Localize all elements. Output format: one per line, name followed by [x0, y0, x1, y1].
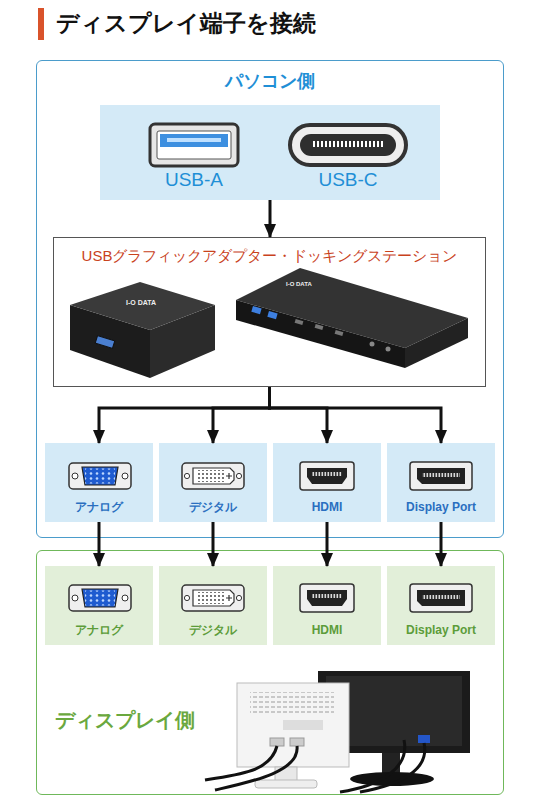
port-box: アナログ: [45, 443, 153, 522]
node-label: Display Port: [387, 500, 495, 514]
port-box: デジタル: [159, 443, 267, 522]
port-box: HDMI: [273, 443, 381, 522]
node-label: HDMI: [273, 500, 381, 514]
page-title: ディスプレイ端子を接続: [56, 9, 316, 39]
node-label: USBグラフィックアダプター・ドッキングステーション: [54, 247, 485, 265]
node-label: デジタル: [159, 623, 267, 637]
logo-text: I-O DATA: [126, 299, 156, 306]
port-box: Display Port: [387, 443, 495, 522]
usb-port-band: USB-A USB-C: [100, 105, 440, 200]
node-label: パソコン側: [37, 71, 503, 93]
adapter-dock-box: USBグラフィックアダプター・ドッキングステーション: [53, 237, 486, 387]
node-label: ディスプレイ側: [55, 708, 255, 732]
port-box: アナログ: [45, 566, 153, 645]
display-side-group: ディスプレイ側 アナログデジタル HDMI Display Port: [36, 550, 504, 795]
port-box: Display Port: [387, 566, 495, 645]
pc-side-group: パソコン側 USB-A USB-C USBグラフィックアダプター・ドッキングステーショ…: [36, 60, 504, 538]
port-box: HDMI: [273, 566, 381, 645]
node-label: Display Port: [387, 623, 495, 637]
node-label: アナログ: [45, 500, 153, 514]
node-label: USB-C: [298, 169, 398, 192]
node-label: HDMI: [273, 623, 381, 637]
node-label: デジタル: [159, 500, 267, 514]
title-bar: [38, 8, 44, 40]
port-box: デジタル: [159, 566, 267, 645]
node-label: アナログ: [45, 623, 153, 637]
node-label: USB-A: [144, 169, 244, 192]
logo-text: I-O DATA: [286, 281, 312, 287]
